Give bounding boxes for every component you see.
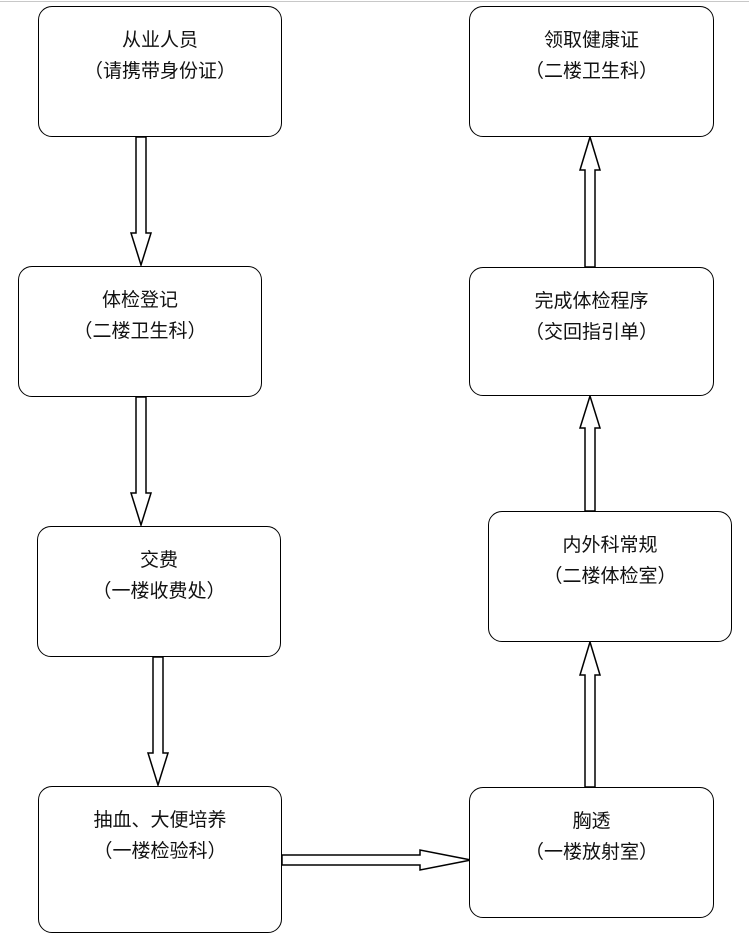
- node-title: 内外科常规: [562, 534, 658, 556]
- node-subtitle: （一楼收费处）: [92, 580, 226, 602]
- arrow-fee-to-blood: [146, 656, 170, 788]
- node-subtitle: （一楼检验科）: [93, 840, 227, 862]
- node-complete: 完成体检程序 （交回指引单）: [469, 267, 714, 396]
- node-cert: 领取健康证 （二楼卫生科）: [469, 6, 714, 137]
- node-title: 领取健康证: [543, 29, 639, 51]
- node-exam: 内外科常规 （二楼体检室）: [488, 511, 732, 642]
- arrow-register-to-fee: [129, 396, 153, 528]
- node-subtitle: （二楼卫生科）: [524, 60, 658, 82]
- node-subtitle: （二楼卫生科）: [73, 320, 207, 342]
- node-title: 从业人员: [121, 29, 198, 51]
- node-subtitle: （二楼体检室）: [543, 565, 677, 587]
- arrow-exam-to-complete: [578, 393, 602, 512]
- node-staff: 从业人员 （请携带身份证）: [38, 6, 282, 137]
- node-blood: 抽血、大便培养 （一楼检验科）: [38, 786, 282, 933]
- node-subtitle: （一楼放射室）: [524, 841, 658, 863]
- arrow-xray-to-exam: [578, 639, 602, 788]
- arrow-complete-to-cert: [578, 134, 602, 268]
- node-title: 完成体检程序: [534, 290, 649, 312]
- node-subtitle: （交回指引单）: [524, 321, 658, 343]
- node-fee: 交费 （一楼收费处）: [37, 526, 281, 657]
- node-title: 体检登记: [101, 289, 178, 311]
- node-title: 胸透: [572, 810, 611, 832]
- top-border-line: [0, 1, 749, 2]
- node-register: 体检登记 （二楼卫生科）: [18, 266, 262, 397]
- node-title: 抽血、大便培养: [93, 809, 227, 831]
- node-subtitle: （请携带身份证）: [83, 60, 236, 82]
- node-title: 交费: [139, 549, 178, 571]
- arrow-staff-to-register: [129, 136, 153, 268]
- arrow-blood-to-xray: [281, 849, 472, 871]
- node-xray: 胸透 （一楼放射室）: [469, 787, 714, 918]
